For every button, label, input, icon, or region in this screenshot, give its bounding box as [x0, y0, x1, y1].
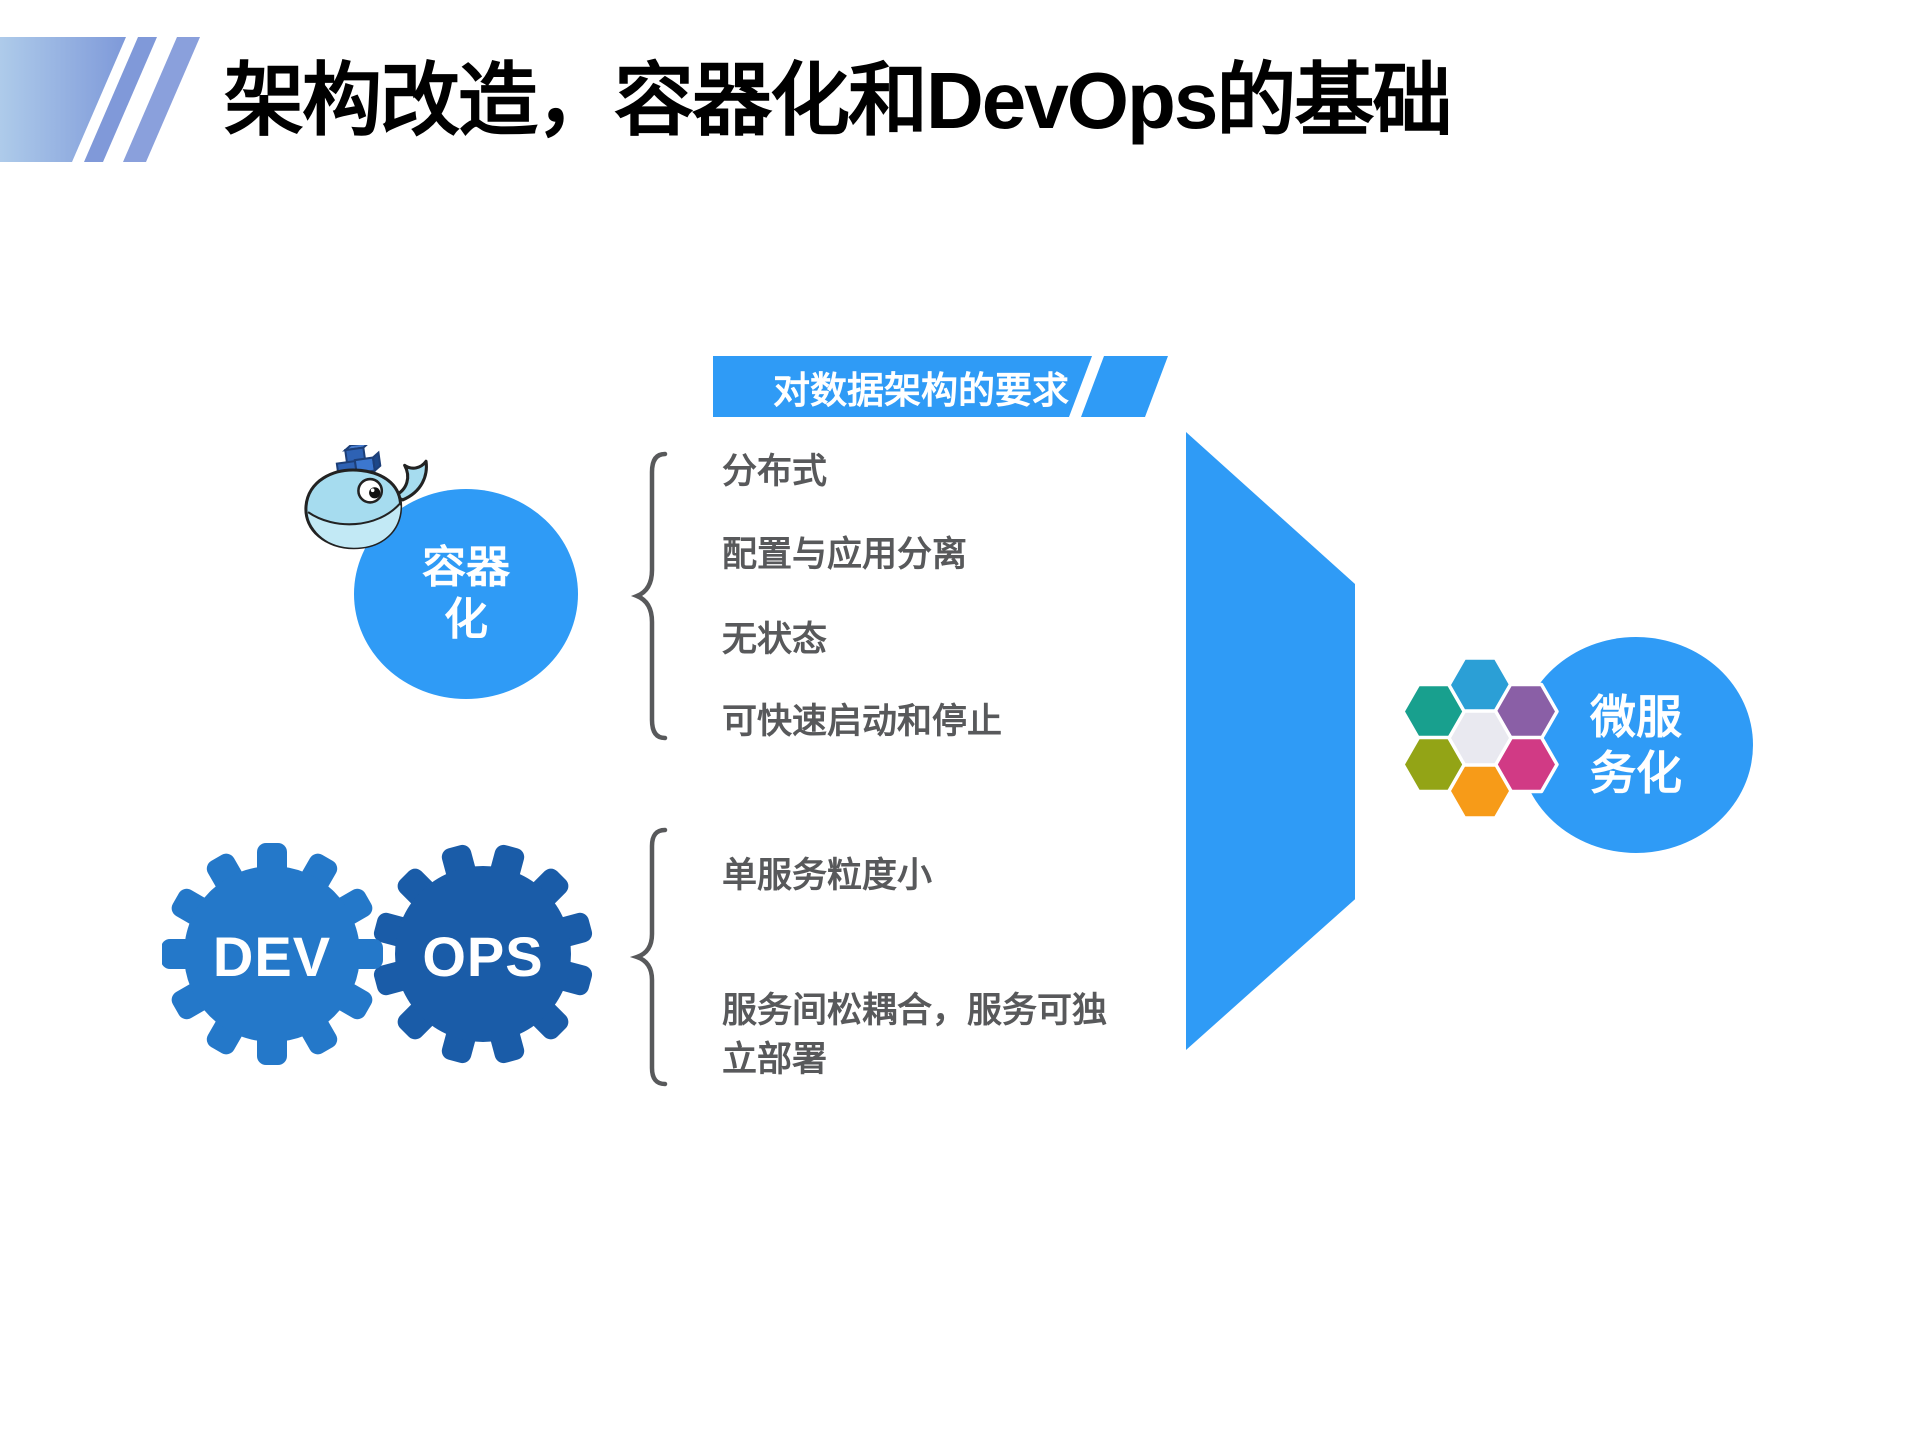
containerization-label: 容器 化 — [422, 543, 510, 644]
microservices-circle: 微服 务化 — [1519, 637, 1753, 853]
funnel-arrow-shape — [1186, 432, 1355, 1050]
corner-decoration-icon — [0, 37, 200, 162]
banner-label: 对数据架构的要求 — [773, 369, 1069, 411]
dev-gear-label: DEV — [212, 924, 332, 988]
requirement-item: 分布式 — [722, 452, 828, 491]
requirement-item: 服务间松耦合，服务可独立部署 — [722, 991, 1108, 1079]
ops-gear-label: OPS — [422, 924, 544, 988]
requirement-item: 单服务粒度小 — [722, 856, 933, 895]
brace-top-icon — [630, 451, 668, 741]
containerization-circle: 容器 化 — [354, 489, 578, 699]
docker-whale-icon — [304, 445, 428, 550]
requirement-item: 无状态 — [722, 620, 828, 659]
requirement-item: 可快速启动和停止 — [722, 702, 1003, 741]
devops-gears-icon — [162, 842, 595, 1066]
data-architecture-banner — [713, 356, 1168, 417]
brace-bottom-icon — [629, 827, 668, 1087]
microservices-label: 微服 务化 — [1590, 690, 1682, 799]
ops-gear-icon — [371, 842, 595, 1066]
page-title: 架构改造，容器化和DevOps的基础 — [224, 56, 1452, 145]
requirement-item: 配置与应用分离 — [722, 535, 968, 574]
hexagon-cluster-icon — [1401, 656, 1559, 820]
dev-gear-icon — [162, 843, 383, 1065]
